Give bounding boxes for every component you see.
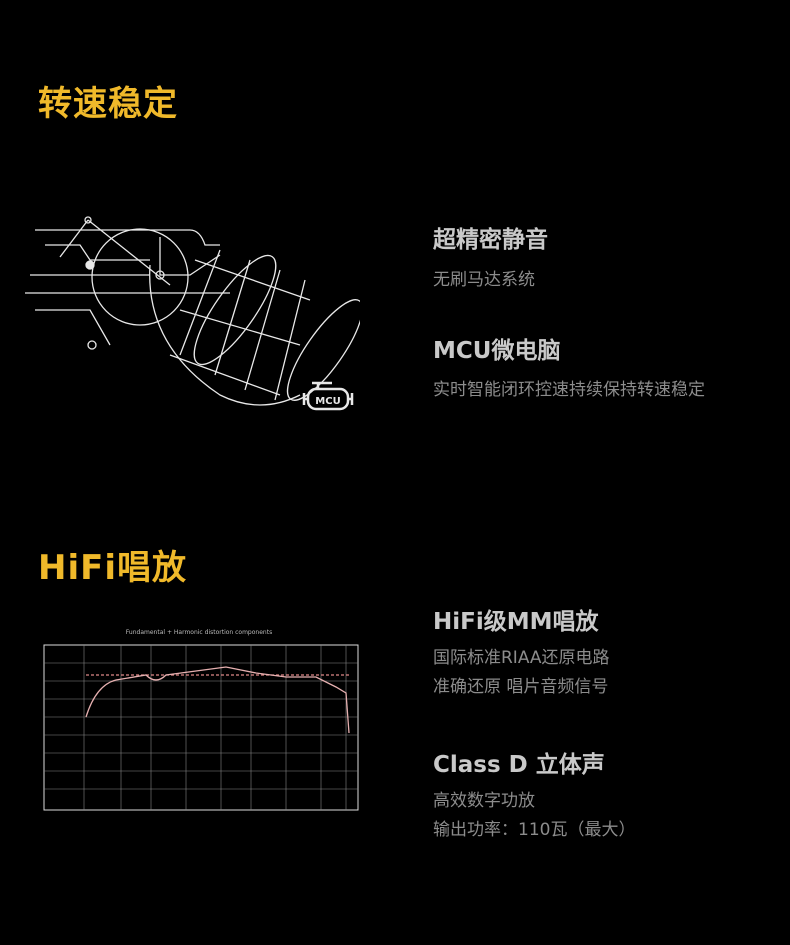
frequency-response-chart-image: Fundamental + Harmonic distortion compon… <box>43 629 359 811</box>
feature-title-mm-phono: HiFi级MM唱放 <box>433 609 599 635</box>
feature-title-class-d: Class D 立体声 <box>433 752 605 778</box>
section-title-speed-stability: 转速稳定 <box>38 84 178 124</box>
feature-desc-mcu: 实时智能闭环控速持续保持转速稳定 <box>433 380 705 400</box>
mcu-badge: MCU <box>315 396 340 407</box>
feature-title-mcu: MCU微电脑 <box>433 338 561 364</box>
svg-text:Fundamental + Harmonic distort: Fundamental + Harmonic distortion compon… <box>126 629 272 636</box>
feature-desc-digital-amp: 高效数字功放 <box>433 791 535 811</box>
section-title-hifi: HiFi唱放 <box>38 548 187 588</box>
feature-desc-silent: 无刷马达系统 <box>433 270 535 290</box>
feature-desc-riaa: 国际标准RIAA还原电路 <box>433 648 610 668</box>
feature-desc-output-power: 输出功率：110瓦（最大） <box>433 820 636 840</box>
feature-desc-restore: 准确还原 唱片音频信号 <box>433 677 609 697</box>
motor-schematic-illustration: MCU <box>25 216 360 411</box>
feature-title-silent: 超精密静音 <box>433 227 548 253</box>
